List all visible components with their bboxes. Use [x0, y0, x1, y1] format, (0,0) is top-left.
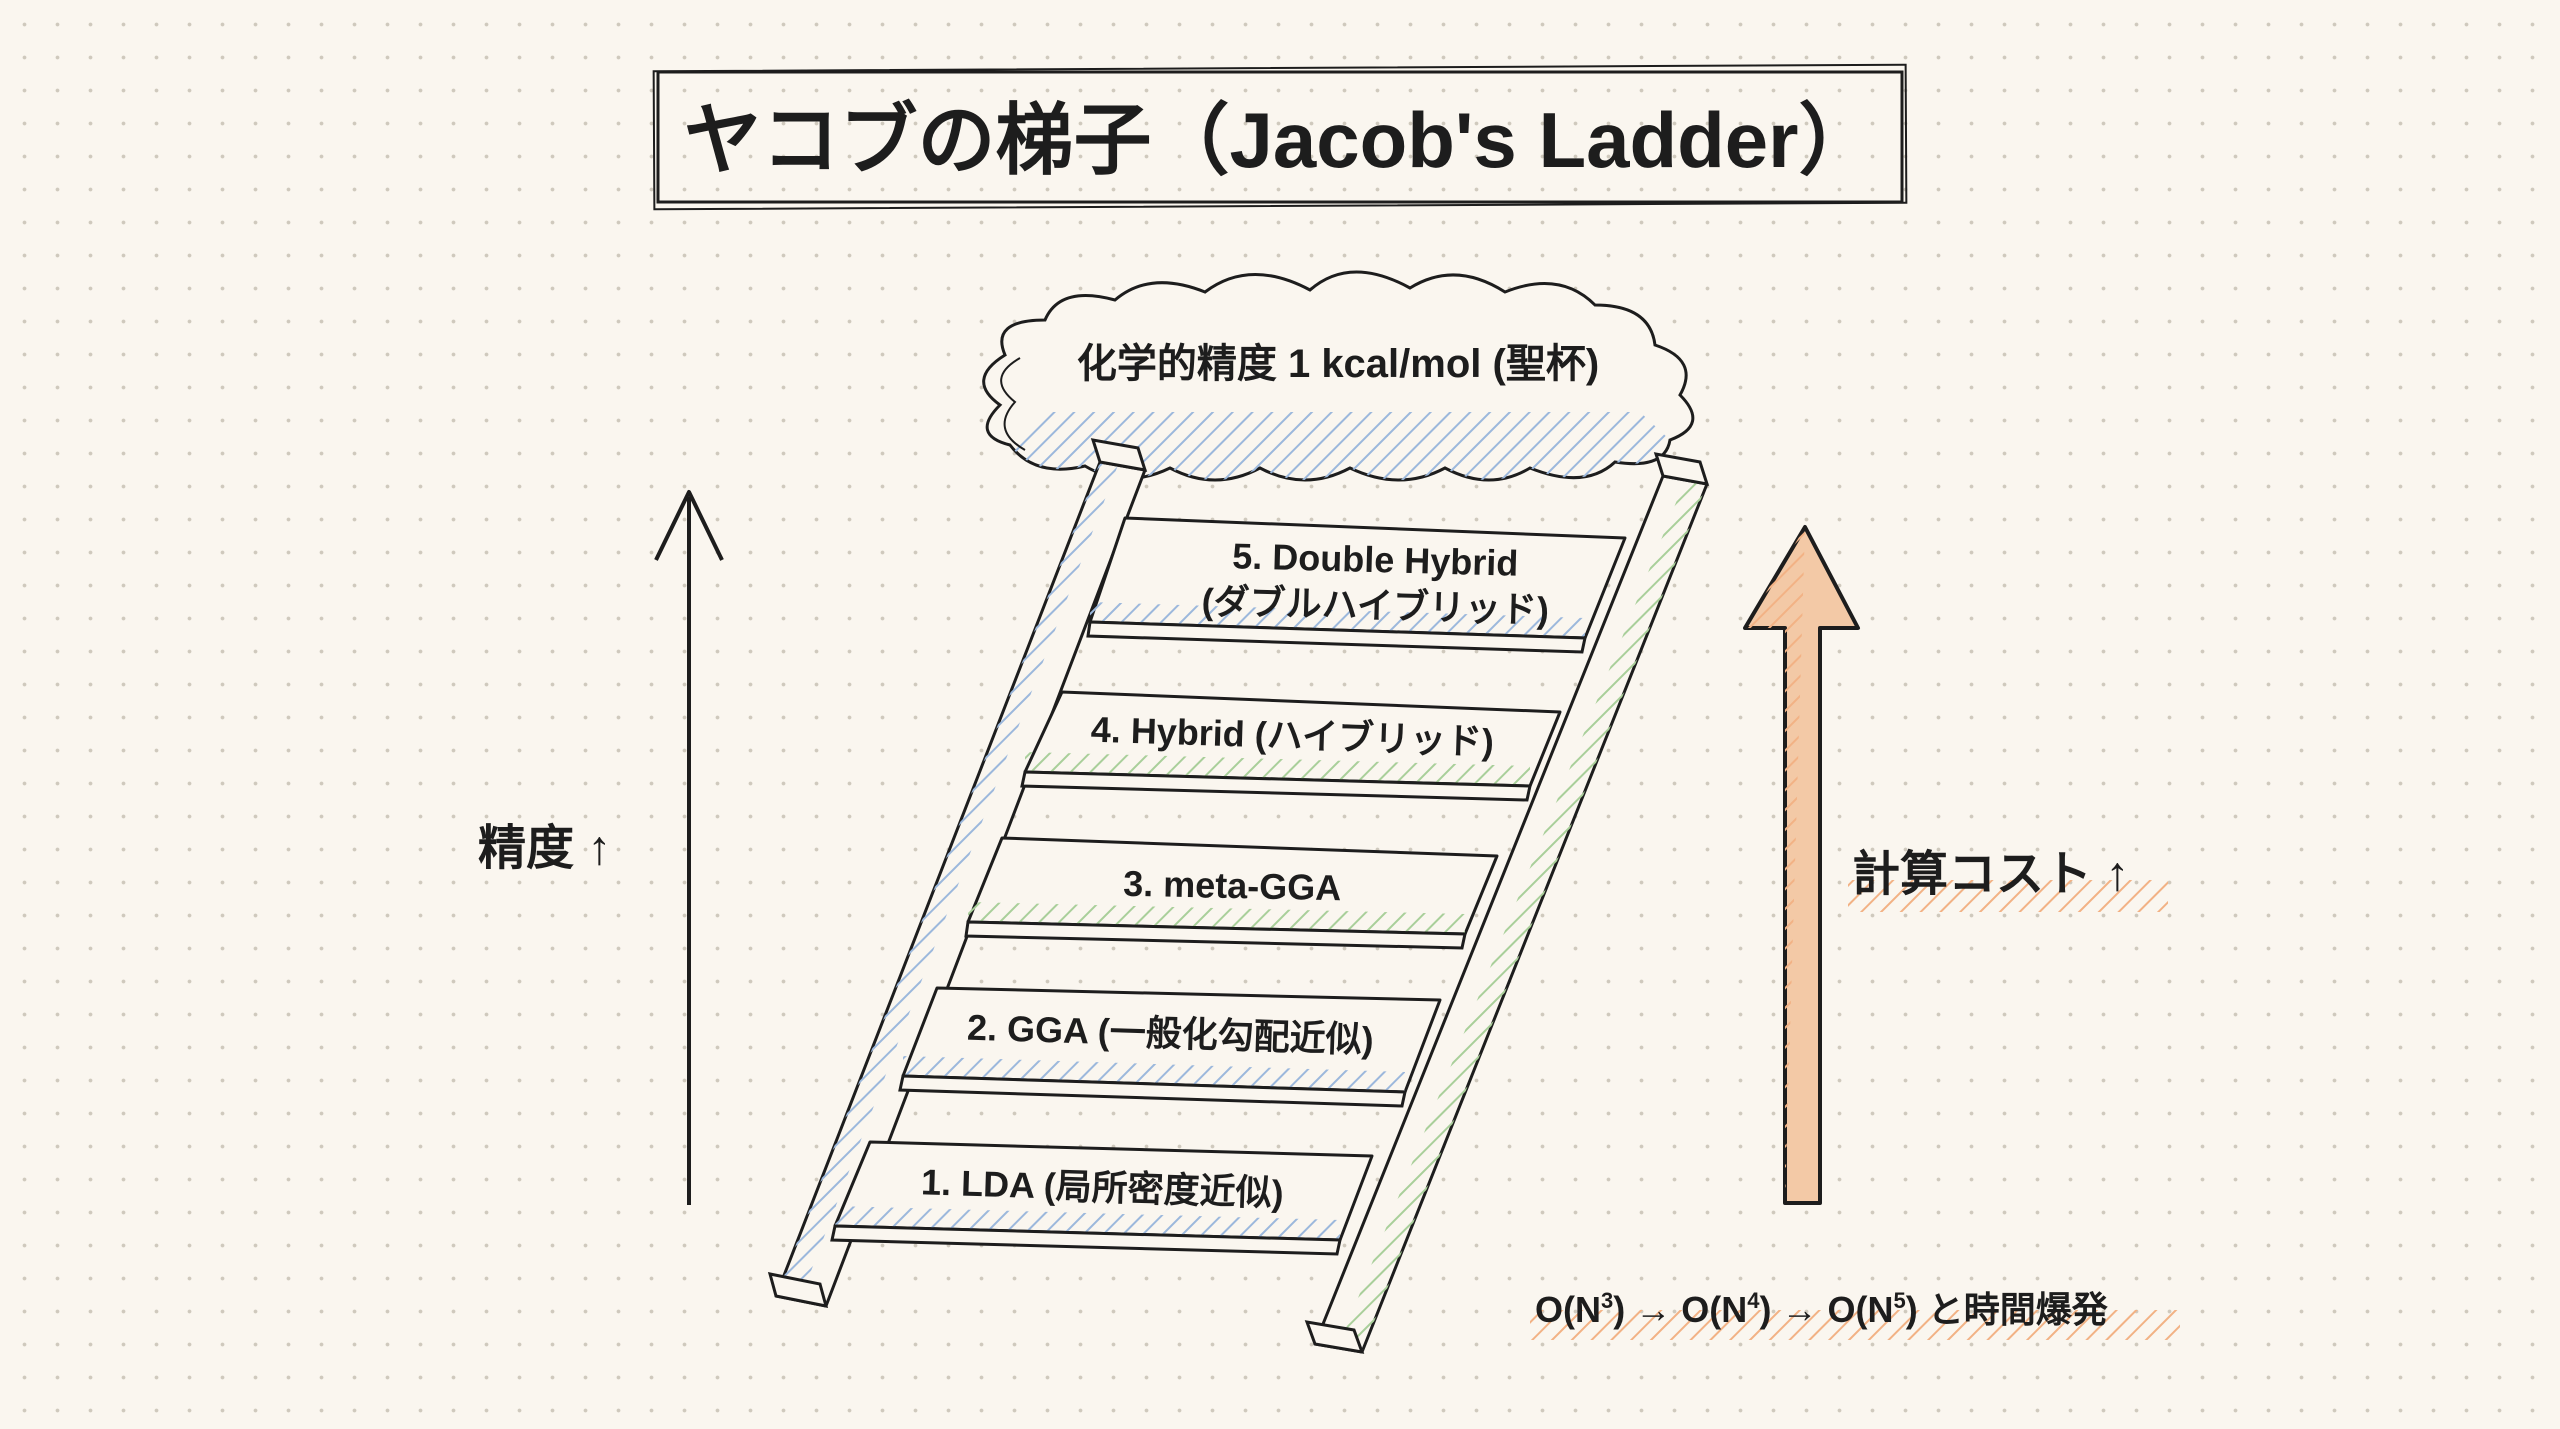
accuracy-arrow: [654, 490, 724, 1205]
rung-hybrid: 4. Hybrid (ハイブリッド): [1020, 690, 1562, 802]
ladder-right-rail: [1304, 452, 1710, 1354]
accuracy-label: 精度 ↑: [478, 822, 611, 875]
rung-sublabel-double-hybrid: (ダブルハイブリッド): [1201, 580, 1549, 630]
cost-scaling-text: O(N3) → O(N4) → O(N5) と時間爆発: [1535, 1288, 2109, 1330]
rung-lda: 1. LDA (局所密度近似): [830, 1140, 1374, 1256]
goal-label: 化学的精度 1 kcal/mol (聖杯): [1077, 342, 1599, 386]
cost-label-group: 計算コスト ↑: [1848, 848, 2168, 912]
cost-label: 計算コスト ↑: [1852, 848, 2129, 901]
rung-meta-gga: 3. meta-GGA: [964, 836, 1499, 950]
page-title: ヤコブの梯子（Jacob's Ladder）: [683, 96, 1876, 184]
rung-gga: 2. GGA (一般化勾配近似): [898, 986, 1442, 1108]
rung-label-double-hybrid: 5. Double Hybrid: [1232, 535, 1519, 583]
cost-arrow: [1743, 525, 1860, 1205]
title-box: ヤコブの梯子（Jacob's Ladder）: [652, 63, 1908, 211]
ladder: 5. Double Hybrid (ダブルハイブリッド) 4. Hybrid (…: [767, 438, 1710, 1354]
ladder-left-rail: [767, 438, 1148, 1308]
cost-scaling-caption: O(N3) → O(N4) → O(N5) と時間爆発: [1530, 1288, 2180, 1340]
rung-double-hybrid: 5. Double Hybrid (ダブルハイブリッド): [1086, 516, 1627, 654]
goal-cloud: 化学的精度 1 kcal/mol (聖杯): [982, 270, 1695, 482]
rung-label-meta-gga: 3. meta-GGA: [1123, 863, 1342, 909]
